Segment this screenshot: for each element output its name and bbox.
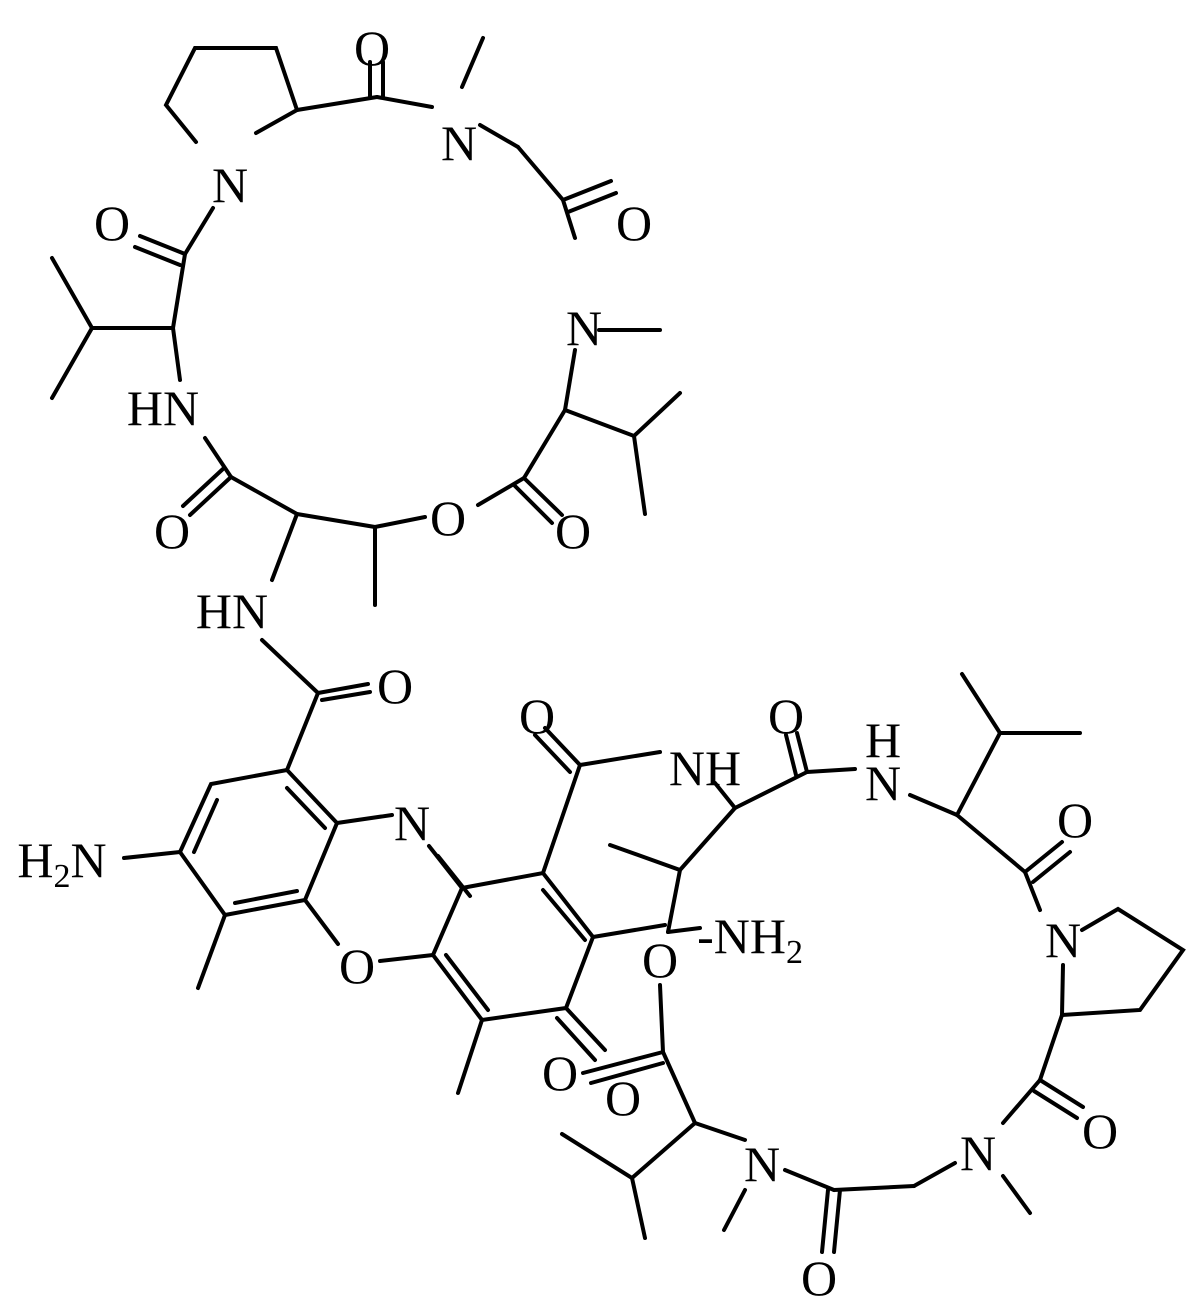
- atom-imine-nitrogen: N: [393, 795, 431, 851]
- atom-oxygen: O: [153, 503, 191, 559]
- atom-oxygen: O: [518, 688, 556, 744]
- atom-oxygen: O: [800, 1250, 838, 1306]
- atom-oxygen: O: [554, 503, 592, 559]
- atom-amide-nh: HN: [126, 380, 200, 436]
- atom-oxygen: O: [376, 658, 414, 714]
- atom-proline-nitrogen: N: [211, 157, 249, 213]
- atom-amino-group: -NH2: [697, 908, 803, 971]
- atom-oxygen: O: [93, 195, 131, 251]
- atom-amide-nh: NH: [668, 740, 742, 796]
- atom-hydrogen: H: [864, 712, 902, 768]
- atom-proline-nitrogen: N: [1044, 912, 1082, 968]
- atom-amino-group: H2N: [17, 832, 107, 895]
- atom-n-methyl-nitrogen: N: [565, 300, 603, 356]
- atom-oxygen: O: [604, 1070, 642, 1126]
- atom-oxygen: O: [615, 195, 653, 251]
- atom-oxygen: O: [767, 688, 805, 744]
- atom-n-methyl-nitrogen: N: [743, 1136, 781, 1192]
- atom-oxygen: O: [541, 1045, 579, 1101]
- atom-ring-oxygen: O: [338, 938, 376, 994]
- top-cyclic-peptide-bonds: [50, 36, 682, 607]
- atom-n-methyl-nitrogen: N: [440, 115, 478, 171]
- atom-amide-nh: HN: [195, 583, 269, 639]
- atom-oxygen: O: [353, 20, 391, 76]
- atom-amide-nitrogen: N: [864, 755, 902, 811]
- bottom-cyclic-peptide-bonds: [560, 672, 1186, 1254]
- atom-oxygen: O: [1081, 1103, 1119, 1159]
- atom-n-methyl-nitrogen: N: [959, 1125, 997, 1181]
- atom-ester-oxygen: O: [641, 932, 679, 988]
- phenoxazinone-chromophore-bonds: [122, 638, 667, 1095]
- atom-ester-oxygen: O: [429, 490, 467, 546]
- atom-oxygen: O: [1056, 792, 1094, 848]
